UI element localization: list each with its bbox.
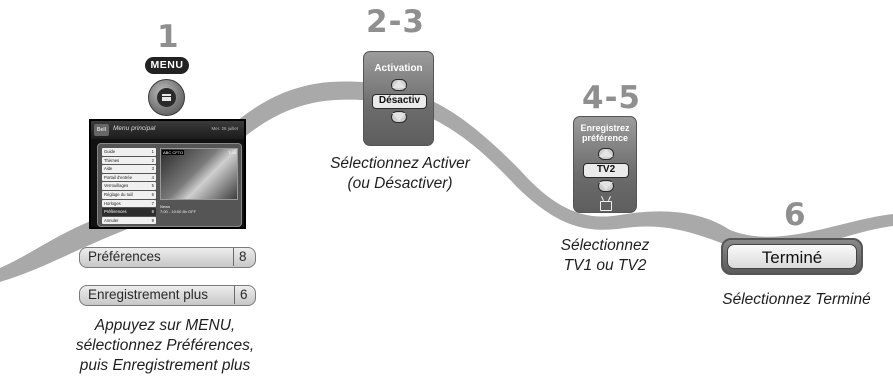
enregistrement-plus-label: Enregistrement plus [88,287,209,302]
up-arrow-icon [392,80,406,88]
step-6-caption: Sélectionnez Terminé [722,291,871,308]
preference-title-line2: préférence [581,133,629,143]
tv-selection-value[interactable]: TV2 [583,163,629,178]
caption-line: puis Enregistrement plus [79,357,251,374]
caption-line: TV1 ou TV2 [563,257,647,274]
enregistrement-plus-number: 6 [234,286,248,304]
tv-channel-label: ABC CFTO [162,150,185,155]
preferences-label: Préférences [88,249,161,264]
tv-preview-picture: ABC CFTO 7:45 [160,148,238,200]
tv-header: Bell Menu principal Mer. 26 juillet [91,121,244,139]
step-1-number: 1 [157,19,180,55]
bell-logo-icon: Bell [94,124,109,136]
activation-remote-panel: Activation Désactiv [363,51,434,146]
preferences-option[interactable]: Préférences 8 [79,247,256,268]
caption-line: Appuyez sur MENU, [94,317,236,334]
tv-menu-date: Mer. 26 juillet [211,126,238,131]
tv-menu-title: Menu principal [113,125,156,132]
tv-icon [600,201,612,211]
menu-key-label: MENU [145,57,189,74]
tv-info-line: 7:00 - 10:00 8h OFF [160,209,197,214]
up-arrow-icon [599,149,613,157]
termine-label: Terminé [727,244,857,269]
enregistrement-plus-option[interactable]: Enregistrement plus 6 [79,285,256,306]
termine-button[interactable]: Terminé [721,238,863,275]
down-arrow-icon [599,182,613,190]
preference-title-line1: Enregistrez [580,123,630,133]
tv-program-info: News 7:00 - 10:00 8h OFF [160,204,238,214]
step-4-5-caption: Sélectionnez TV1 ou TV2 [510,236,700,276]
preferences-number: 8 [233,248,247,266]
caption-line: sélectionnez Préférences, [75,337,255,354]
menu-button[interactable] [148,79,185,116]
tv-info-line: News [160,204,171,209]
activation-value[interactable]: Désactiv [372,94,427,109]
recording-preference-panel: Enregistrez préférence TV2 [573,116,637,213]
step-1-caption: Appuyez sur MENU, sélectionnez Préférenc… [40,316,290,376]
caption-line: Sélectionnez [560,237,650,254]
tv-menu-screenshot: Bell Menu principal Mer. 26 juillet Guid… [89,119,246,229]
step-6-number: 6 [784,197,807,233]
tv-time-label: 7:45 [228,150,236,155]
menu-icon [157,88,176,107]
caption-line: (ou Désactiver) [347,175,453,192]
down-arrow-icon [392,113,406,121]
caption-line: Sélectionnez Activer [330,155,470,172]
step-2-3-number: 2-3 [366,4,426,40]
activation-title: Activation [374,63,423,74]
step-2-3-caption: Sélectionnez Activer (ou Désactiver) [300,154,500,194]
step-4-5-number: 4-5 [582,80,642,116]
